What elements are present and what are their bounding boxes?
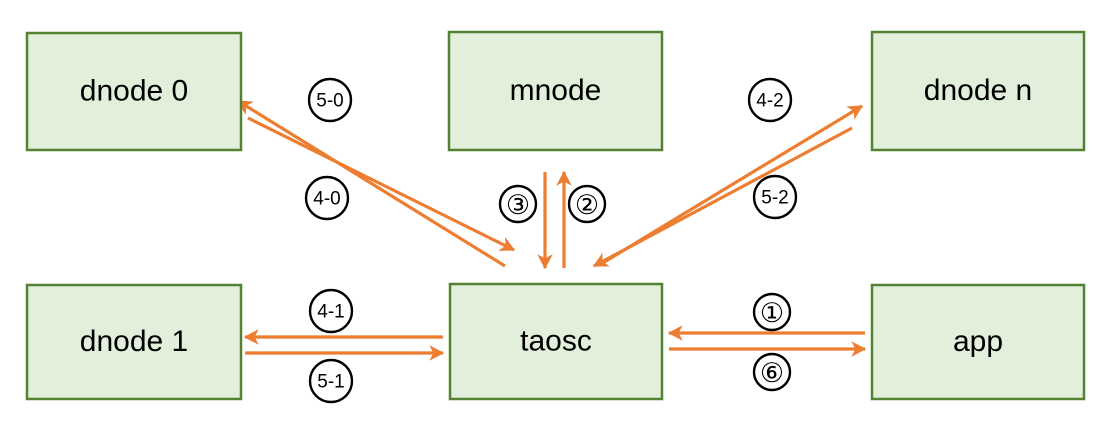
badge-circle-edge-5-2 [752,174,798,220]
badge-label-edge-6: ⑥ [760,358,784,388]
badge-circle-edge-5-1 [308,358,354,404]
arrow-edge-5-2 [592,126,853,268]
badge-label-edge-4-1: 4-1 [317,302,344,323]
badge-edge-6: ⑥ [752,352,792,392]
badge-label-edge-4-0: 4-0 [313,189,340,210]
badge-circle-edge-3 [498,184,538,224]
badge-label-edge-5-1: 5-1 [317,372,344,393]
node-dnoden[interactable]: dnode n [870,30,1086,152]
node-taosc[interactable]: taosc [448,282,664,401]
node-app[interactable]: app [870,283,1086,401]
node-mnode[interactable]: mnode [447,30,664,152]
node-box-app [870,283,1086,401]
edges-layer [236,99,867,361]
node-label-dnode0: dnode 0 [80,74,188,107]
badge-circle-edge-5-0 [307,77,353,123]
badge-edge-5-1: 5-1 [308,358,354,404]
node-box-mnode [447,30,664,152]
node-box-dnode1 [25,283,243,401]
node-label-dnoden: dnode n [924,74,1032,107]
badge-edge-4-1: 4-1 [308,288,354,334]
badges-layer: 5-0 4-0 ③ ② 4-2 5-2 4-1 5-1 ① ⑥ [304,77,798,404]
badge-circle-edge-1 [752,292,792,332]
badge-label-edge-4-2: 4-2 [756,91,783,112]
badge-label-edge-5-2: 5-2 [761,188,788,209]
node-box-dnode0 [25,31,243,152]
badge-label-edge-5-0: 5-0 [316,91,343,112]
badge-circle-edge-4-0 [304,175,350,221]
node-dnode0[interactable]: dnode 0 [25,31,243,152]
badge-edge-2: ② [567,184,607,224]
badge-edge-4-0: 4-0 [304,175,350,221]
arrow-edge-5-0 [236,99,506,268]
node-label-dnode1: dnode 1 [80,325,188,358]
arrow-edge-4-0 [247,116,516,252]
badge-edge-4-2: 4-2 [747,77,793,123]
badge-label-edge-1: ① [760,298,784,328]
badge-circle-edge-2 [567,184,607,224]
badge-edge-5-2: 5-2 [752,174,798,220]
badge-circle-edge-4-2 [747,77,793,123]
badge-edge-3: ③ [498,184,538,224]
badge-label-edge-2: ② [575,190,599,220]
nodes-layer: dnode 0 mnode dnode n dnode 1 taosc app [25,30,1086,401]
node-box-taosc [448,282,664,401]
node-dnode1[interactable]: dnode 1 [25,283,243,401]
node-box-dnoden [870,30,1086,152]
badge-circle-edge-4-1 [308,288,354,334]
badge-edge-1: ① [752,292,792,332]
node-label-taosc: taosc [520,324,592,357]
badge-label-edge-3: ③ [506,190,530,220]
node-label-mnode: mnode [510,74,602,107]
badge-circle-edge-6 [752,352,792,392]
badge-edge-5-0: 5-0 [307,77,353,123]
node-label-app: app [953,325,1003,358]
